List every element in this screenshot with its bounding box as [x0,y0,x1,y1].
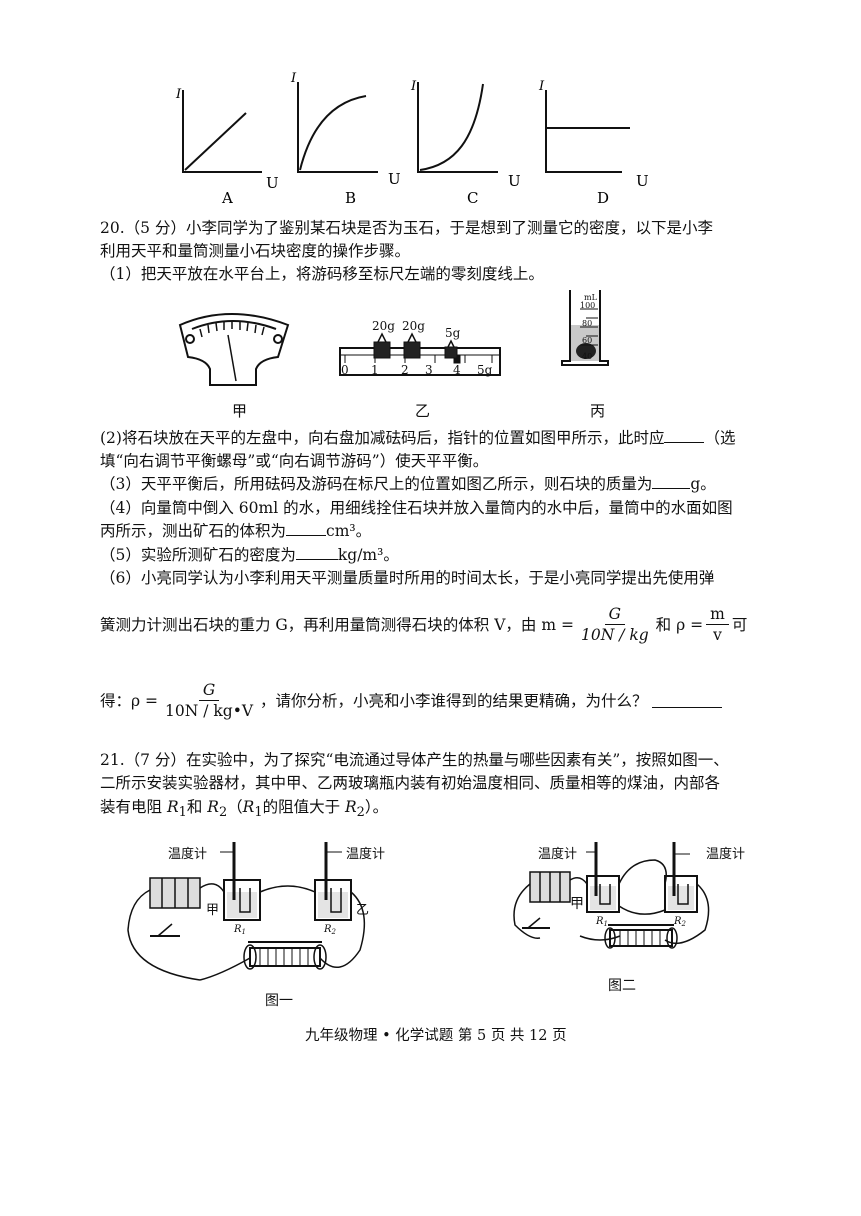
fig2-thermometer-label-left: 温度计 [538,846,577,862]
fig-label-yi: 乙 [415,402,430,420]
fig2-jia-label: 甲 [570,896,584,912]
cylinder-unit: mL [584,293,598,302]
graph-b-x-label: U [388,170,401,188]
answer-blank-5[interactable] [295,545,338,560]
q21-line2: 二所示安装实验器材，其中甲、乙两玻璃瓶内装有初始温度相同、质量相等的煤油，内部各 [100,774,721,792]
answer-blank-6[interactable] [651,693,722,708]
fig-label-jia: 甲 [232,402,247,420]
fig2-r2-label: R2 [673,916,687,928]
fig1-jia-label: 甲 [206,903,219,918]
ruler-tick-2: 2 [401,363,409,377]
q20-step6-line1: （6）小亮同学认为小李利用天平测量质量时所用的时间太长，于是小亮同学提出先使用弹 [100,569,715,587]
q20-figures: 20g 20g 5g 0 1 2 3 4 5g mL 100 80 60 40 … [178,290,609,420]
graph-a-option: A [221,189,233,207]
fig1-yi-label: 乙 [356,903,369,918]
graph-d-option: D [597,189,609,207]
graph-a-x-label: U [266,174,279,192]
graduated-cylinder-figure [561,290,609,366]
formula-density-g-fraction: G 10N / kg•V [165,681,254,720]
circuit-figure-1 [127,842,366,981]
q20-step6-line2: 簧测力计测出石块的重力 G，再利用量筒测得石块的体积 V，由 m = G 10N… [100,604,748,645]
fig1-thermometer-label-right: 温度计 [346,846,385,862]
ruler-tick-5g: 5g [477,363,493,377]
answer-blank-4[interactable] [286,521,327,536]
graph-b-option: B [345,189,356,207]
graph-d-y-label: I [538,79,545,94]
q21-line1: 21.（7 分）在实验中，为了探究“电流通过导体产生的热量与哪些因素有关”，按照… [100,751,729,769]
ruler-tick-4: 4 [453,363,461,377]
graph-c-x-label: U [508,172,521,190]
fig1-r2-label: R2 [323,924,337,936]
ruler-tick-3: 3 [425,363,433,377]
answer-blank-3[interactable] [652,474,691,489]
q20-step1: （1）把天平放在水平台上，将游码移至标尺左端的零刻度线上。 [100,265,544,283]
q20-line1: 20.（5 分）小李同学为了鉴别某石块是否为玉石，于是想到了测量它的密度，以下是… [100,219,713,237]
circuit-figure-2 [513,842,710,949]
graph-b-y-label: I [290,71,297,86]
cylinder-tick-100: 100 [580,301,595,310]
graph-d-x-label: U [636,172,649,190]
fig1-caption: 图一 [265,993,293,1009]
fig2-caption: 图二 [608,978,636,994]
balance-dial-figure [178,313,290,386]
iu-graphs: I I I I U U U U A B C D [175,71,649,207]
answer-blank-2[interactable] [664,428,705,443]
ruler-tick-1: 1 [371,363,379,377]
graph-a-y-label: I [175,87,182,102]
graph-c-y-label: I [410,79,417,94]
cylinder-tick-40: 40 [582,352,592,361]
q21-circuit-figures: 温度计 温度计 甲 乙 温度计 温度计 R1 R2 R1 R2 甲 图一 图二 [127,842,745,1009]
q21-line3: 装有电阻 R1和 R2（R1的阻值大于 R2）。 [100,798,389,821]
ruler-tick-0: 0 [341,363,349,377]
fig-label-bing: 丙 [590,402,605,420]
q20-line2: 利用天平和量筒测量小石块密度的操作步骤。 [100,242,411,260]
formula-density-fraction: m v [706,604,729,645]
cylinder-tick-60: 60 [582,336,592,345]
weight-20g-b: 20g [402,319,425,333]
weights-ruler-figure [339,332,501,376]
q20-step6-line3: 得：ρ = G 10N / kg•V ，请你分析，小亮和小李谁得到的结果更精确，… [100,680,722,721]
q20-step2-line2: 填“向右调节平衡螺母”或“向右调节游码”）使天平平衡。 [100,452,489,470]
fig1-r1-label: R1 [233,924,246,936]
fig2-thermometer-label-right: 温度计 [706,846,745,862]
weight-5g: 5g [445,326,461,340]
q20-step4-line1: （4）向量筒中倒入 60ml 的水，用细线拴住石块并放入量筒内的水中后，量筒中的… [100,499,733,517]
fig1-thermometer-label-left: 温度计 [168,846,207,862]
cylinder-tick-80: 80 [582,319,592,328]
formula-mass-fraction: G 10N / kg [580,605,649,644]
weight-20g-a: 20g [372,319,395,333]
q20-step2-line1: (2)将石块放在天平的左盘中，向右盘加减砝码后，指针的位置如图甲所示，此时应（选 [100,428,736,447]
fig2-r1-label: R1 [595,916,608,928]
graph-c-option: C [467,189,478,207]
page-footer: 九年级物理 • 化学试题 第 5 页 共 12 页 [305,1028,567,1044]
